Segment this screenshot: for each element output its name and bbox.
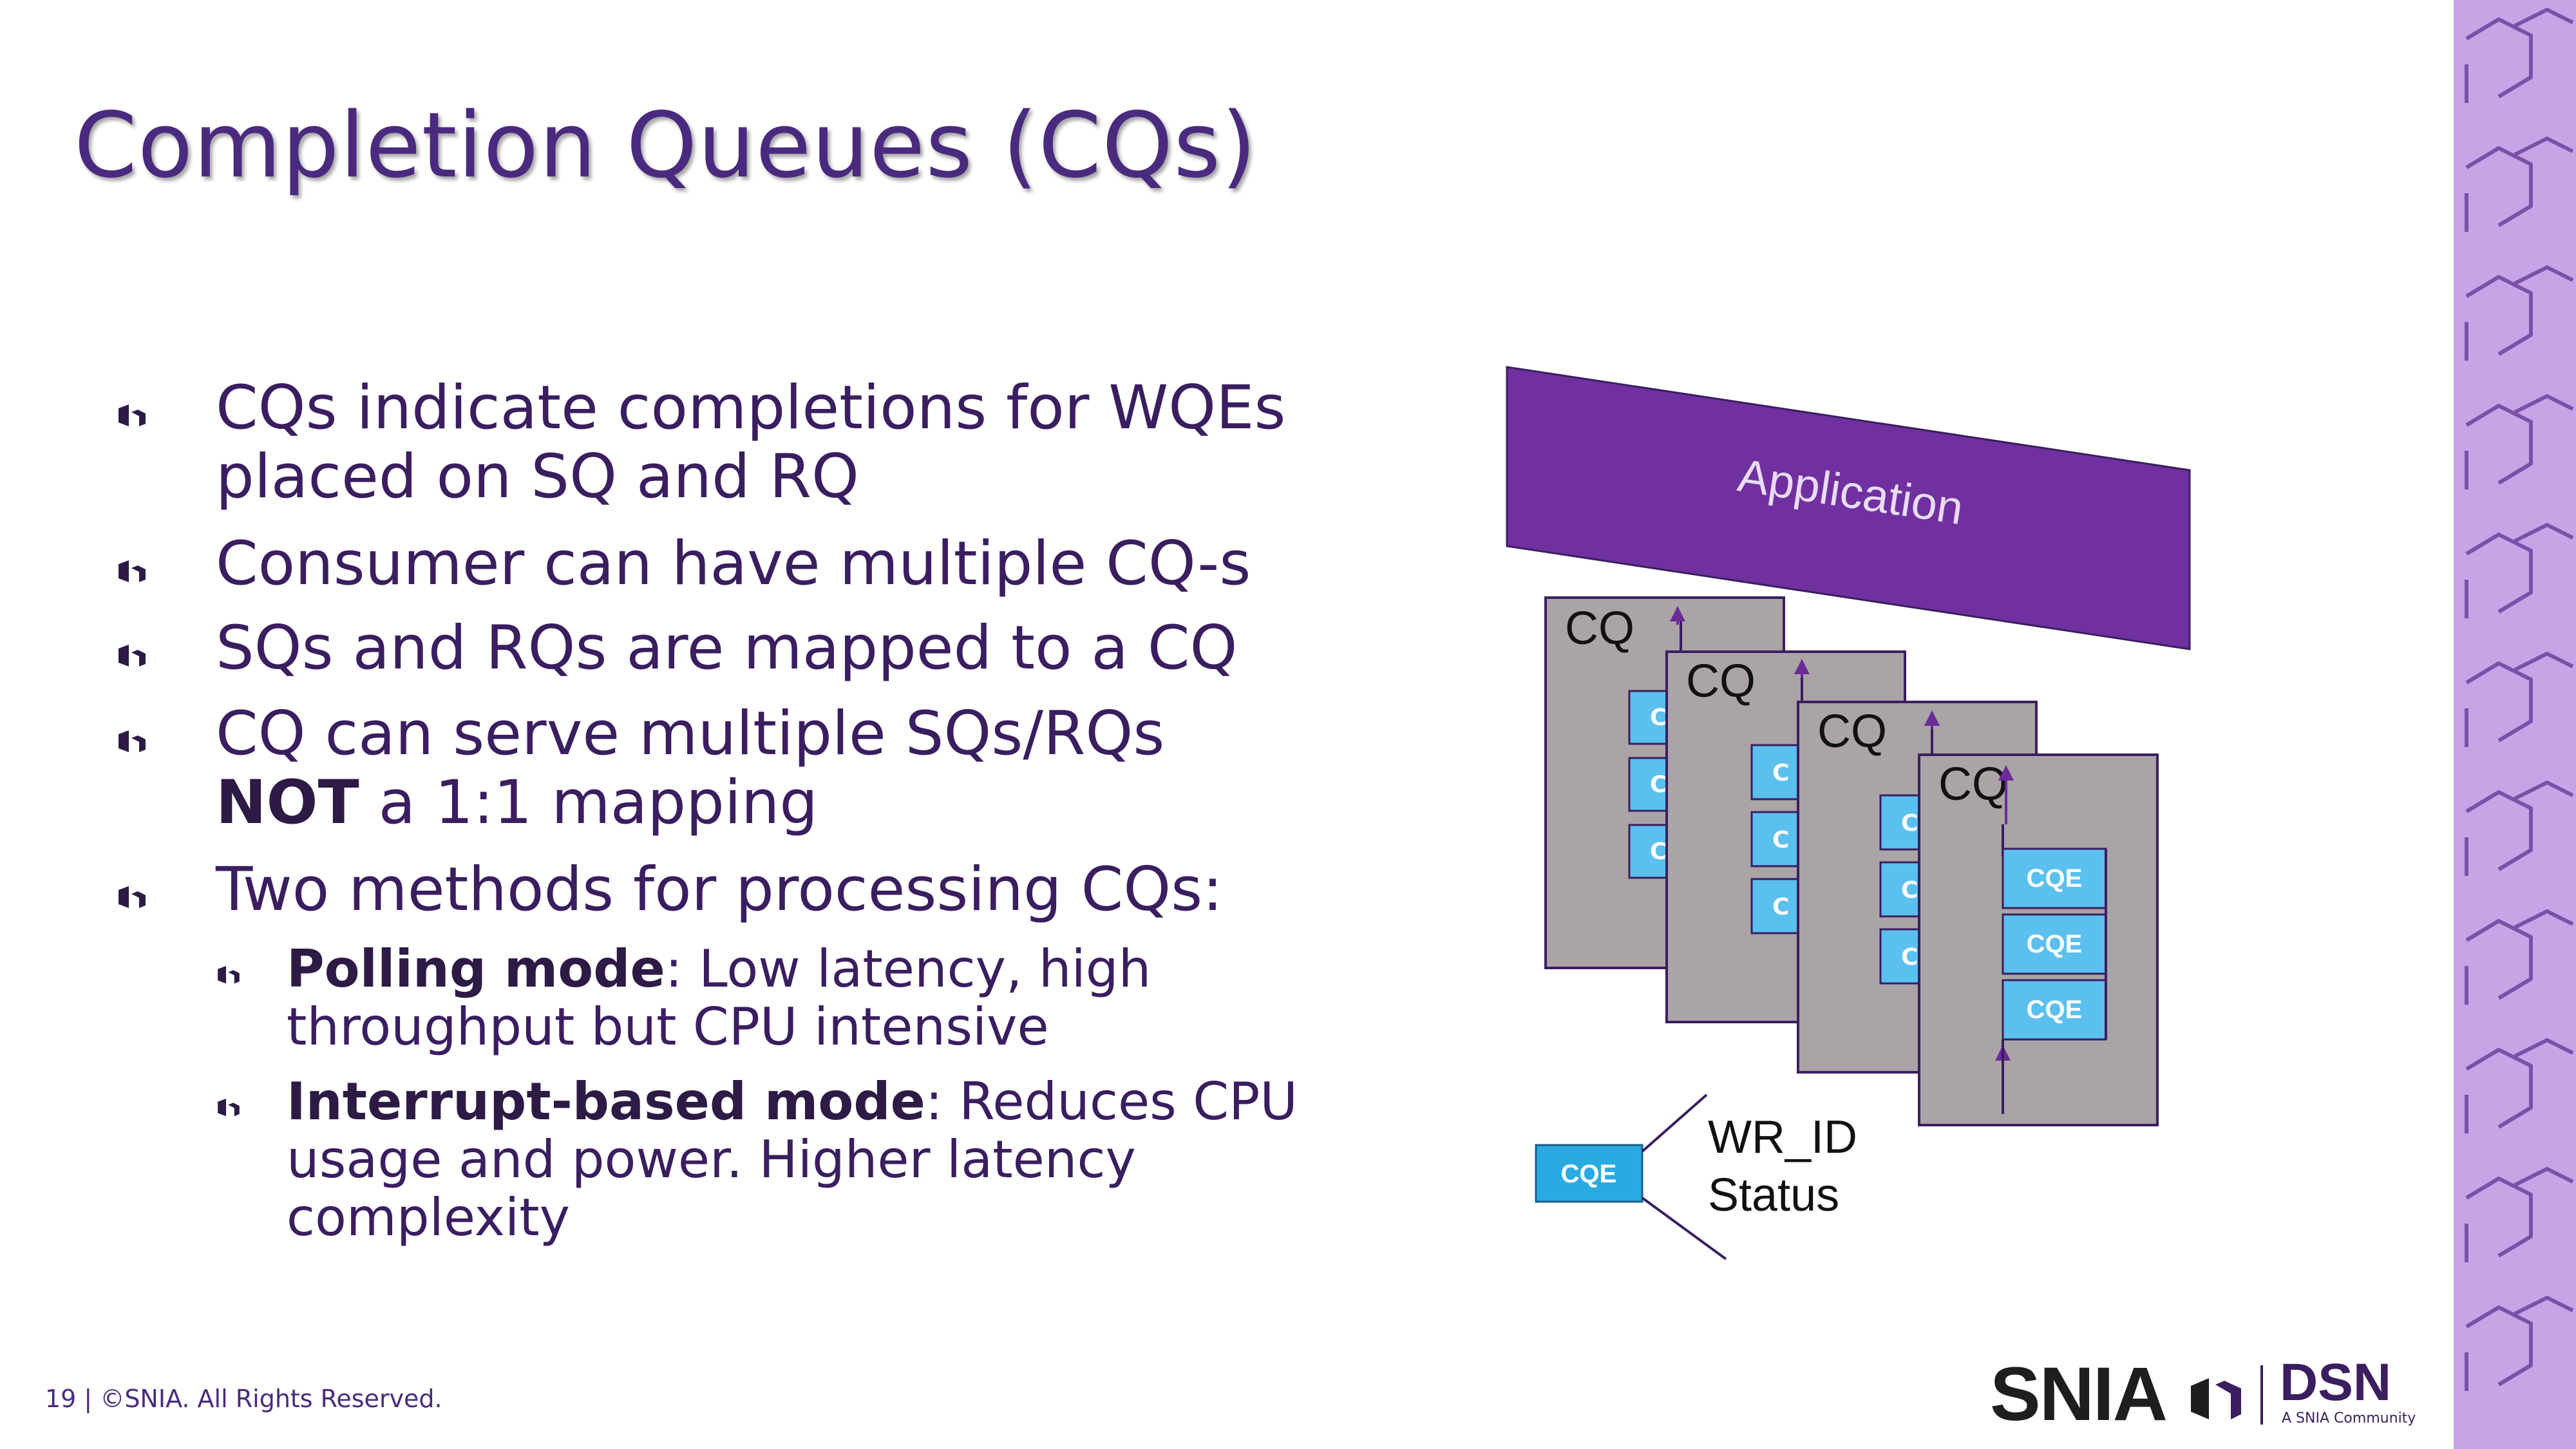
dsn-logo: DSN bbox=[2280, 1353, 2392, 1412]
cq-label: CQ bbox=[1686, 656, 1756, 707]
cqe-cell: C bbox=[1750, 811, 1803, 867]
bullet-item: Consumer can have multiple CQ-s bbox=[116, 529, 1340, 598]
cq-label: CQ bbox=[1565, 603, 1634, 654]
bullet-bold-text: NOT bbox=[216, 768, 359, 838]
bullet-chevron-icon bbox=[118, 645, 146, 667]
application-bar: Application bbox=[1506, 366, 2191, 650]
bullet-text: SQs and RQs are mapped to a CQ bbox=[216, 613, 1238, 683]
bullet-item: CQ can serve multiple SQs/RQs NOT a 1:1 … bbox=[116, 699, 1340, 837]
sub-bullet-list: Polling mode: Low latency, high throughp… bbox=[216, 940, 1298, 1247]
cqe-label: CQE bbox=[2027, 930, 2083, 958]
cqe-legend-label: CQE bbox=[1561, 1160, 1617, 1188]
cqe-cell: CQE bbox=[2002, 979, 2107, 1041]
bullet-chevron-icon bbox=[218, 966, 240, 984]
bullet-item: CQs indicate completions for WQEs placed… bbox=[116, 374, 1340, 511]
sub-bullet-bold-text: Interrupt-based mode bbox=[287, 1072, 925, 1132]
snia-logo-icon bbox=[2191, 1378, 2241, 1419]
bullet-text: CQ can serve multiple SQs/RQs bbox=[216, 699, 1165, 769]
sub-bullet-item: Interrupt-based mode: Reduces CPU usage … bbox=[216, 1073, 1298, 1247]
cqe-legend: CQE WR_ID Status bbox=[1535, 1094, 1857, 1260]
bullet-text: Consumer can have multiple CQ-s bbox=[216, 529, 1251, 599]
svg-text:C: C bbox=[1650, 838, 1667, 865]
snia-logo: SNIA bbox=[1990, 1352, 2168, 1437]
cqe-cell: C bbox=[1750, 878, 1803, 934]
svg-text:C: C bbox=[1650, 705, 1667, 731]
slide-footer: 19 | ©SNIA. All Rights Reserved. bbox=[45, 1385, 442, 1413]
logo-divider bbox=[2260, 1365, 2263, 1425]
svg-text:C: C bbox=[1901, 877, 1918, 904]
bullet-chevron-icon bbox=[118, 886, 146, 908]
cq-diagram: CQ C C C CQ C bbox=[1506, 366, 2191, 1260]
cqe-cell: CQE bbox=[2002, 913, 2107, 975]
bullet-chevron-icon bbox=[218, 1099, 240, 1117]
svg-text:C: C bbox=[1901, 944, 1918, 971]
cq-label: CQ bbox=[1938, 759, 2008, 810]
bullet-item: Two methods for processing CQs: bbox=[116, 855, 1340, 924]
bullet-list: CQs indicate completions for WQEs placed… bbox=[116, 374, 1340, 924]
dsn-subtitle: A SNIA Community bbox=[2282, 1410, 2416, 1426]
svg-text:C: C bbox=[1772, 760, 1789, 786]
svg-text:C: C bbox=[1901, 810, 1918, 837]
status-label: Status bbox=[1708, 1170, 1839, 1221]
cqe-label: CQE bbox=[2027, 996, 2083, 1024]
side-chevron-pattern bbox=[2454, 0, 2576, 1449]
sub-bullet-item: Polling mode: Low latency, high throughp… bbox=[216, 940, 1298, 1056]
bullet-text: Two methods for processing CQs: bbox=[216, 855, 1223, 925]
wr-id-label: WR_ID bbox=[1708, 1112, 1857, 1163]
svg-text:C: C bbox=[1772, 894, 1789, 920]
cq-box: CQ CQE CQE CQE bbox=[1918, 753, 2159, 1126]
cqe-cell: C bbox=[1750, 744, 1803, 800]
bullet-chevron-icon bbox=[118, 560, 146, 582]
sub-bullet-text: : Reduces CPU usage and power. Higher la… bbox=[287, 1072, 1298, 1247]
bullet-item: SQs and RQs are mapped to a CQ bbox=[116, 614, 1340, 683]
logo-group: SNIA DSN A SNIA Community bbox=[1990, 1352, 2428, 1437]
bullet-text: CQs indicate completions for WQEs placed… bbox=[216, 373, 1286, 512]
svg-text:C: C bbox=[1772, 827, 1789, 853]
cqe-label: CQE bbox=[2027, 864, 2083, 893]
cqe-cell: CQE bbox=[2002, 848, 2107, 909]
svg-text:C: C bbox=[1650, 772, 1667, 798]
sub-bullet-bold-text: Polling mode bbox=[287, 939, 665, 999]
sub-bullet-text: : Low latency, high throughput but CPU i… bbox=[287, 939, 1151, 1057]
cq-label: CQ bbox=[1817, 706, 1887, 757]
bullet-text: a 1:1 mapping bbox=[359, 768, 819, 838]
bullet-chevron-icon bbox=[118, 404, 146, 426]
bullet-chevron-icon bbox=[118, 730, 146, 752]
page-title: Completion Queues (CQs) bbox=[74, 93, 1257, 198]
